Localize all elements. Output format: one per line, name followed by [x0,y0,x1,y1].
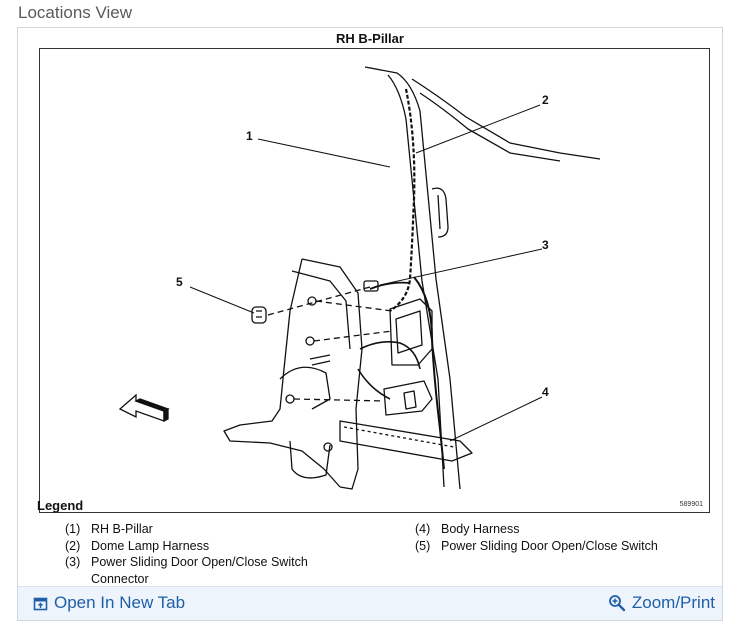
zoom-print-label: Zoom/Print [631,593,715,612]
legend-item-text: Power Sliding Door Open/Close Switch [441,538,658,553]
legend-item: (2) Dome Lamp Harness [65,538,365,555]
zoom-print-button[interactable]: Zoom/Print [608,593,715,613]
callout-5: 5 [176,275,183,289]
open-tab-icon [33,597,48,610]
legend-item: (5) Power Sliding Door Open/Close Switch [415,538,715,555]
action-bar: Open In New Tab Zoom/Print [18,586,722,620]
legend-item-number: (4) [415,522,431,536]
zoom-icon [608,595,626,612]
front-arrow-icon [118,393,170,423]
legend-column-right: (4) Body Harness (5) Power Sliding Door … [415,521,715,554]
legend-item-number: (3) [65,555,81,569]
legend-item-number: (2) [65,538,81,553]
figure-title: RH B-Pillar [336,31,404,46]
callout-3: 3 [542,238,549,252]
pillar-illustration [118,66,601,490]
figure-code: 589901 [679,501,703,508]
legend-item-number: (1) [65,522,81,536]
callout-4: 4 [542,385,549,399]
legend-item-text: Dome Lamp Harness [91,538,210,553]
figure-diagram[interactable]: 1 2 3 4 5 589901 [39,48,710,513]
callout-1: 1 [246,129,253,143]
legend-item-text: RH B-Pillar [91,522,153,536]
legend-title: Legend [37,498,84,513]
legend-item: (1) RH B-Pillar [65,521,365,538]
view-title: Locations View [18,3,133,22]
legend-item-number: (5) [415,538,431,553]
legend-item: (3) Power Sliding Door Open/Close Switch… [65,554,365,587]
legend-item: (4) Body Harness [415,521,715,538]
open-new-tab-button[interactable]: Open In New Tab [33,593,185,613]
legend-item-text: Power Sliding Door Open/Close Switch Con… [91,555,308,586]
locations-panel: RH B-Pillar [17,27,723,621]
callout-2: 2 [542,93,549,107]
legend-column-left: (1) RH B-Pillar (2) Dome Lamp Harness (3… [65,521,365,587]
legend-item-text: Body Harness [441,522,520,536]
open-new-tab-label: Open In New Tab [54,593,186,612]
